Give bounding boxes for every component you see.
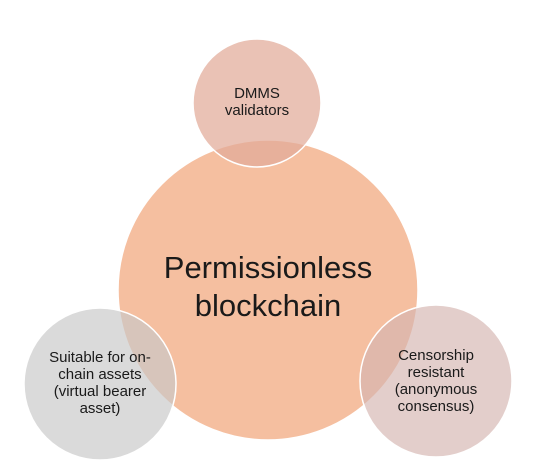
top-label-text: DMMS validators — [224, 85, 290, 119]
center-label-text: Permissionless blockchain — [163, 250, 373, 323]
center-circle-label: Permissionless blockchain — [138, 245, 398, 329]
right-circle-label: Censorship resistant (anonymous consensu… — [372, 338, 500, 426]
left-circle — [23, 307, 177, 461]
left-circle-label: Suitable for on-chain assets (virtual be… — [38, 330, 162, 438]
left-label-text: Suitable for on-chain assets (virtual be… — [49, 349, 151, 417]
top-circle-label: DMMS validators — [207, 70, 307, 136]
top-circle — [192, 38, 322, 168]
right-label-text: Censorship resistant (anonymous consensu… — [394, 347, 478, 415]
right-circle — [359, 304, 513, 458]
